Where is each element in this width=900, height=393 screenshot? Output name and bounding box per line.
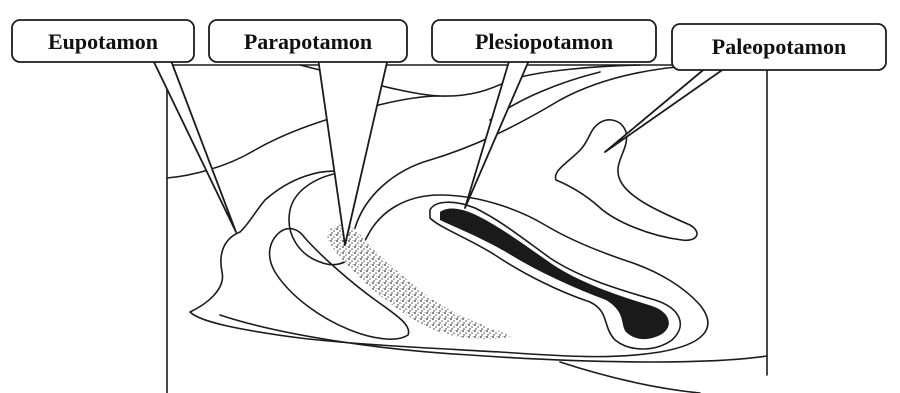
inner-bank-line (355, 65, 700, 228)
eupotamon-callout: Eupotamon (12, 20, 194, 62)
plesiopotamon-callout: Plesiopotamon (432, 20, 656, 62)
parapotamon-callout: Parapotamon (209, 20, 407, 62)
parapotamon-label: Parapotamon (244, 29, 372, 54)
paleopotamon-label: Paleopotamon (712, 34, 846, 59)
bottom-lower-line (560, 362, 700, 393)
paleopotamon-pointer (605, 66, 728, 152)
eupotamon-label: Eupotamon (48, 29, 158, 54)
plesiopotamon-label: Plesiopotamon (475, 29, 613, 54)
parapotamon-arm (327, 225, 512, 340)
plesiopotamon-pointer (465, 58, 530, 208)
paleopotamon-callout: Paleopotamon (672, 24, 886, 70)
parapotamon-pointer (318, 58, 388, 245)
eupotamon-pointer (152, 58, 236, 232)
